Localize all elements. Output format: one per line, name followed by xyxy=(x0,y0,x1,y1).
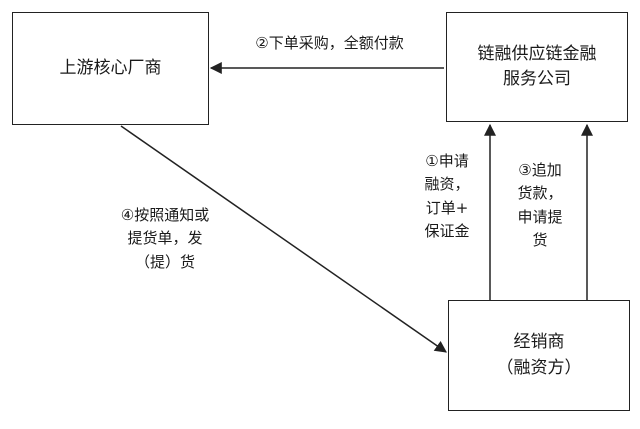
edge-label-delivery-notice-line3: （提）货 xyxy=(134,252,195,271)
edge-label-additional-payment-line4: 货 xyxy=(532,230,548,249)
edge-label-apply-financing-line1: ①申请 xyxy=(425,152,469,170)
edge-label-delivery-notice: ④按照通知或 提货单，发 （提）货 xyxy=(93,204,237,274)
edge-label-apply-financing-line4: 保证金 xyxy=(424,221,470,240)
edge-label-delivery-notice-line1: ④按照通知或 xyxy=(120,206,210,224)
node-upstream-manufacturer-label: 上游核心厂商 xyxy=(59,57,162,78)
edge-label-order-payment-text: ②下单采购，全额付款 xyxy=(255,34,404,52)
edge-label-delivery-notice-line2: 提货单，发 xyxy=(127,229,203,248)
arrow-delivery xyxy=(120,125,447,353)
edge-label-additional-payment-line3: 申请提 xyxy=(517,207,563,226)
node-distributor-line2: （融资方） xyxy=(496,357,582,378)
node-distributor: 经销商 （融资方） xyxy=(448,300,630,411)
edge-label-additional-payment: ③追加 货款， 申请提 货 xyxy=(503,159,577,252)
edge-label-apply-financing: ①申请 融资， 订单+ 保证金 xyxy=(410,150,484,243)
node-upstream-manufacturer: 上游核心厂商 xyxy=(12,12,209,125)
node-finance-company-line2: 服务公司 xyxy=(503,69,571,89)
edge-label-additional-payment-line2: 货款， xyxy=(517,184,563,203)
edge-label-order-payment: ②下单采购，全额付款 xyxy=(222,32,437,55)
node-finance-company: 链融供应链金融 服务公司 xyxy=(446,12,628,122)
node-finance-company-line1: 链融供应链金融 xyxy=(477,43,597,64)
node-distributor-line1: 经销商 xyxy=(513,332,565,352)
edge-label-apply-financing-line3: 订单+ xyxy=(425,198,469,217)
edge-label-additional-payment-line1: ③追加 xyxy=(518,161,562,179)
edge-label-apply-financing-line2: 融资， xyxy=(424,175,470,194)
